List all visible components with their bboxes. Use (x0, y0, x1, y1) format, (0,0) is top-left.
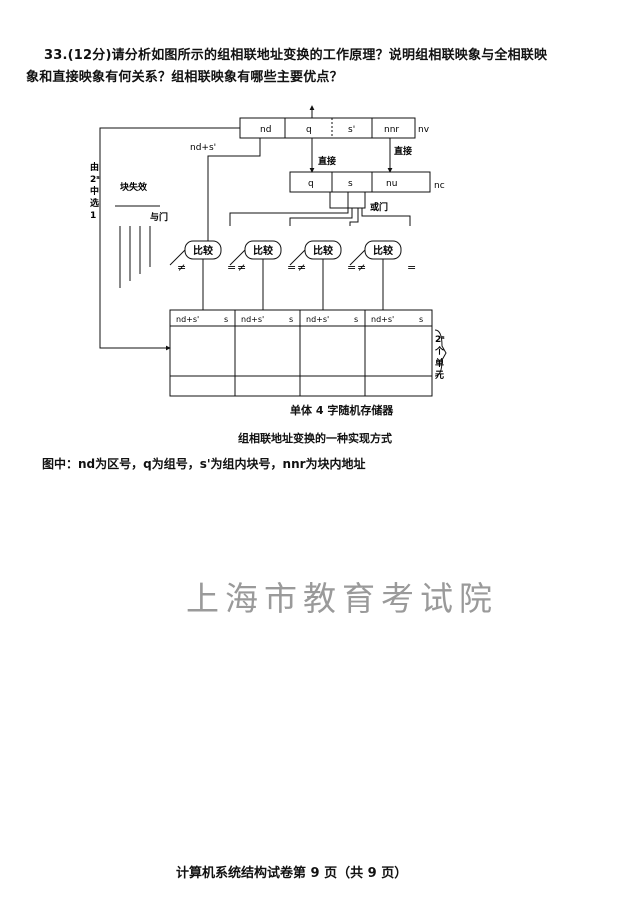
neq-label: ≠ (297, 261, 306, 274)
legend: 图中：nd为区号，q为组号，s'为组内块号，nnr为块内地址 (42, 457, 366, 471)
mem-header-1: s (224, 315, 228, 324)
bottom-field-q: q (308, 179, 314, 189)
top-field-s: s' (348, 125, 355, 135)
left-vertical-1: 2ˢ (90, 175, 100, 185)
compare-unit: 比较 ≠ = (349, 240, 416, 310)
eq-label: = (287, 261, 296, 274)
address-translation-diagram: 比较 ≠ = 比较 ≠ = 比较 ≠ = 比较 ≠ = (90, 105, 447, 397)
bottom-field-nc: nc (434, 181, 445, 191)
compare-label: 比较 (373, 244, 393, 257)
bottom-register (289, 171, 431, 193)
eq-label: = (407, 261, 416, 274)
left-vertical-3: 选 (90, 197, 99, 209)
direct-label-right: 直接 (394, 145, 412, 157)
mem-header-0: nd+s' (176, 315, 199, 324)
units-label-0: 2ˢ (435, 335, 445, 345)
units-label-3: 元 (435, 370, 444, 381)
and-gate-label: 与门 (150, 211, 168, 223)
figure-caption: 组相联地址变换的一种实现方式 (238, 432, 392, 445)
mem-header-2: nd+s' (241, 315, 264, 324)
mem-header-7: s (419, 315, 423, 324)
compare-label: 比较 (193, 244, 213, 257)
neq-label: ≠ (177, 261, 186, 274)
mem-header-4: nd+s' (306, 315, 329, 324)
top-field-nnr: nnr (384, 125, 399, 135)
left-vertical-4: 1 (90, 211, 96, 221)
top-field-q: q (306, 125, 312, 135)
compare-units: 比较 ≠ = 比较 ≠ = 比较 ≠ = 比较 ≠ = (169, 240, 416, 310)
neq-label: ≠ (237, 261, 246, 274)
neq-label: ≠ (357, 261, 366, 274)
compare-unit: 比较 ≠ = (289, 240, 356, 310)
left-vertical-2: 中 (90, 185, 99, 197)
or-gate-label: 或门 (370, 201, 388, 213)
watermark: 上海市教育考试院 (186, 579, 498, 618)
mem-header-5: s (354, 315, 358, 324)
feed-label: nd+s' (190, 143, 216, 153)
mem-header-6: nd+s' (371, 315, 394, 324)
units-label-1: 个 (434, 345, 445, 357)
question-line-1: 33.(12分)请分析如图所示的组相联地址变换的工作原理？说明组相联映象与全相联… (44, 48, 548, 63)
top-field-nv: nv (418, 125, 430, 135)
eq-label: = (227, 261, 236, 274)
page-footer: 计算机系统结构试卷第 9 页（共 9 页） (176, 866, 408, 881)
compare-unit: 比较 ≠ = (169, 240, 236, 310)
block-fail-label: 块失效 (120, 181, 148, 193)
memory-block (169, 309, 433, 397)
compare-label: 比较 (253, 244, 273, 257)
compare-label: 比较 (313, 244, 333, 257)
direct-label-left: 直接 (318, 155, 336, 167)
question-line-2: 象和直接映象有何关系？组相联映象有哪些主要优点？ (26, 70, 343, 85)
top-field-nd: nd (260, 125, 271, 135)
bottom-field-s: s (348, 179, 353, 189)
left-vertical-0: 由 (90, 161, 99, 173)
compare-unit: 比较 ≠ = (229, 240, 296, 310)
bottom-field-nu: nu (386, 179, 397, 189)
memory-caption: 单体 4 字随机存储器 (290, 404, 394, 417)
mem-header-3: s (289, 315, 293, 324)
eq-label: = (347, 261, 356, 274)
units-label-2: 单 (435, 357, 444, 369)
